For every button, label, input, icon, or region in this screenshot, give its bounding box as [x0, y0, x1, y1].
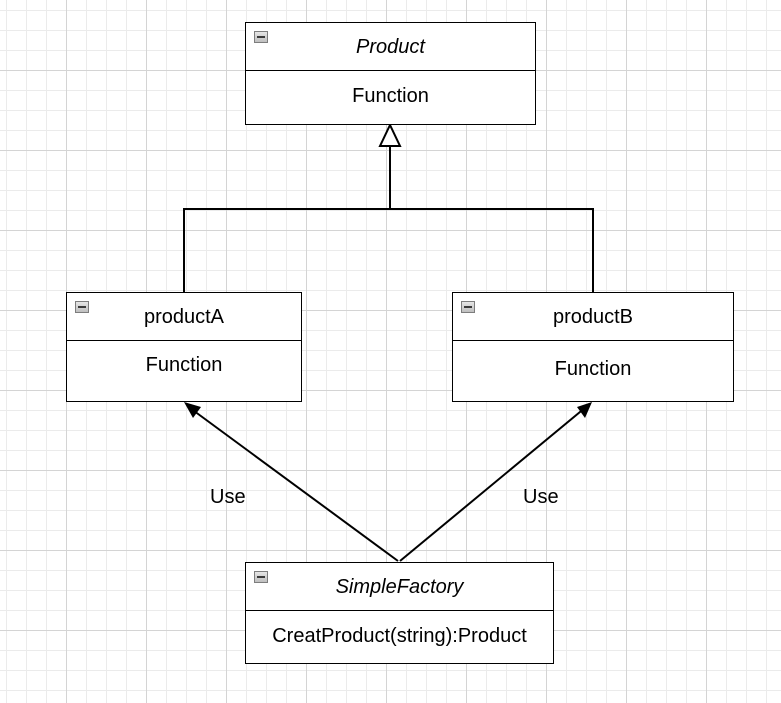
class-product-a-member: Function — [145, 354, 223, 376]
inheritance-line-productA[interactable] — [183, 208, 390, 293]
class-product-b-header[interactable]: productB — [453, 293, 733, 341]
collapse-minus-icon[interactable] — [75, 301, 89, 313]
collapse-minus-icon[interactable] — [254, 571, 268, 583]
class-product-b-name: productB — [552, 306, 634, 328]
use-arrowhead-productB — [577, 402, 592, 418]
class-product-b[interactable]: productB Function — [452, 292, 734, 402]
use-label-productB[interactable]: Use — [523, 486, 559, 508]
class-simple-factory-header[interactable]: SimpleFactory — [246, 563, 553, 611]
class-product-a-members[interactable]: Function — [67, 341, 301, 389]
class-product-b-member: Function — [554, 358, 632, 380]
collapse-minus-icon[interactable] — [254, 31, 268, 43]
use-line-productB[interactable] — [399, 406, 587, 562]
class-product-name: Product — [356, 36, 425, 58]
class-product-a-header[interactable]: productA — [67, 293, 301, 341]
use-label-productA[interactable]: Use — [210, 486, 246, 508]
inheritance-arrowhead[interactable] — [378, 122, 402, 147]
class-product[interactable]: Product Function — [245, 22, 536, 125]
class-product-a-name: productA — [143, 306, 225, 328]
class-product-b-members[interactable]: Function — [453, 341, 733, 397]
class-simple-factory-name: SimpleFactory — [335, 576, 464, 598]
class-product-header[interactable]: Product — [246, 23, 535, 71]
use-arrowhead-productA — [184, 402, 201, 418]
class-simple-factory-members[interactable]: CreatProduct(string):Product — [246, 611, 553, 661]
class-product-member: Function — [352, 85, 429, 107]
class-product-members[interactable]: Function — [246, 71, 535, 121]
inheritance-line-productB[interactable] — [390, 208, 594, 293]
class-simple-factory[interactable]: SimpleFactory CreatProduct(string):Produ… — [245, 562, 554, 664]
class-simple-factory-member: CreatProduct(string):Product — [272, 625, 527, 647]
class-product-a[interactable]: productA Function — [66, 292, 302, 402]
collapse-minus-icon[interactable] — [461, 301, 475, 313]
use-line-productA[interactable] — [189, 407, 399, 562]
